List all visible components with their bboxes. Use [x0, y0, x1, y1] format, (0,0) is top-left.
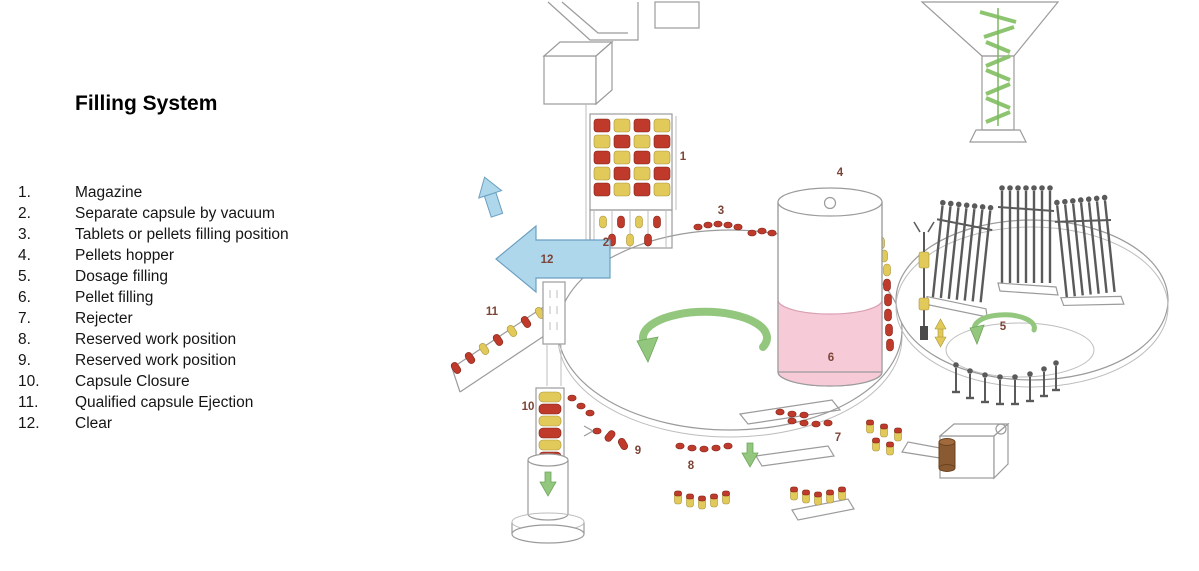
- callout-7: 7: [835, 432, 841, 444]
- legend-panel: Filling System 1. Magazine 2. Separate cap…: [18, 92, 448, 434]
- down-arrow-icon: [741, 442, 759, 468]
- drive-unit: [901, 422, 1010, 480]
- legend-item-label: Pellets hopper: [75, 247, 175, 264]
- callout-10: 10: [522, 401, 535, 413]
- legend-item: 1. Magazine: [18, 182, 448, 203]
- closure-area-capsules: [567, 394, 595, 417]
- legend-item: 12. Clear: [18, 413, 448, 434]
- legend-item-number: 7.: [18, 310, 31, 327]
- callout-11: 11: [486, 306, 499, 318]
- legend-item: 7. Rejecter: [18, 308, 448, 329]
- legend-item-number: 11.: [18, 394, 39, 411]
- rejecter-plate: [738, 399, 842, 425]
- reserved-position-capsules-9: [583, 425, 630, 452]
- legend-item: 9. Reserved work position: [18, 350, 448, 371]
- legend-item-label: Qualified capsule Ejection: [75, 394, 254, 411]
- dosage-rotation-arrow-icon: [969, 312, 1037, 346]
- legend-item-number: 10.: [18, 373, 40, 390]
- callout-5: 5: [1000, 321, 1007, 333]
- legend-item-number: 2.: [18, 205, 31, 222]
- legend-item-label: Reserved work position: [75, 331, 237, 348]
- legend-list: 1.Magazine 2.Separate capsule by vacuum …: [18, 182, 448, 434]
- legend-item-number: 4.: [18, 247, 31, 264]
- legend-item-label: Dosage filling: [75, 268, 169, 285]
- callout-2: 2: [603, 237, 609, 249]
- legend-item-label: Pellet filling: [75, 289, 154, 306]
- reserved-position-capsules-8: [675, 442, 733, 453]
- magazine-tower: [589, 113, 673, 249]
- legend-item-number: 1.: [18, 184, 31, 201]
- dosing-pin-rack-center: [997, 183, 1059, 296]
- outfeed-capsule-row: [790, 486, 846, 506]
- legend-item: 2. Separate capsule by vacuum: [18, 203, 448, 224]
- legend-item-number: 9.: [18, 352, 31, 369]
- legend-item: 4. Pellets hopper: [18, 245, 448, 266]
- legend-item: 10. Capsule Closure: [18, 371, 448, 392]
- legend-item: 3. Tablets or pellets filling position: [18, 224, 448, 245]
- legend-item-number: 5.: [18, 268, 31, 285]
- legend-item: 11. Qualified capsule Ejection: [18, 392, 448, 413]
- legend-item-label: Capsule Closure: [75, 373, 190, 390]
- dosage-filling-station: [895, 183, 1169, 406]
- air-exhaust-arrow-icon: [477, 176, 504, 218]
- filling-system-diagram: 1 2 3 4 5 6 7 8 9 10 11 12: [449, 1, 1169, 544]
- legend-item-label: Clear: [75, 415, 113, 432]
- legend-item-number: 8.: [18, 331, 31, 348]
- legend-item-label: Reserved work position: [75, 352, 237, 369]
- vacuum-label-box: [542, 281, 566, 345]
- pellet-feed-funnel: [920, 1, 1060, 143]
- up-down-arrow-icon: [934, 318, 947, 348]
- legend-item-label: Separate capsule by vacuum: [75, 205, 275, 222]
- diagram-callouts: 1 2 3 4 5 6 7 8 9 10 11 12: [486, 151, 1007, 472]
- legend-item-number: 12.: [18, 415, 40, 432]
- legend-item-label: Tablets or pellets filling position: [75, 226, 289, 243]
- callout-4: 4: [837, 167, 844, 179]
- legend-item-label: Magazine: [75, 184, 143, 201]
- legend-item-number: 6.: [18, 289, 31, 306]
- legend-item-number: 3.: [18, 226, 31, 243]
- vacuum-arrow-icon: [495, 224, 611, 294]
- callout-1: 1: [680, 151, 687, 163]
- callout-12: 12: [541, 254, 554, 266]
- bottom-plate: [791, 498, 855, 521]
- dosage-tool: [913, 221, 935, 340]
- callout-3: 3: [718, 205, 724, 217]
- qualified-capsules-cluster: [866, 419, 902, 456]
- magazine-capsule-grid: [593, 118, 671, 197]
- capsule-closure-station: [535, 387, 565, 465]
- callout-9: 9: [635, 445, 641, 457]
- legend-item: 5. Dosage filling: [18, 266, 448, 287]
- page-title: Filling System: [75, 92, 218, 115]
- vacuum-separator: [477, 176, 611, 386]
- ejection-conveyor: [449, 303, 557, 393]
- pellets-hopper: [777, 187, 883, 387]
- legend-item: 6. Pellet filling: [18, 287, 448, 308]
- dosing-pin-rack-right: [1052, 193, 1125, 307]
- callout-8: 8: [688, 460, 695, 472]
- work-position-plate: [755, 445, 835, 467]
- hopper-inlet-hole: [823, 196, 837, 210]
- legend-item-label: Rejecter: [75, 310, 133, 327]
- legend-item: 8. Reserved work position: [18, 329, 448, 350]
- capsule-feed-duct: [542, 1, 700, 252]
- pedestal: [511, 453, 585, 544]
- callout-6: 6: [828, 352, 834, 364]
- outfeed-capsule-row: [674, 490, 730, 510]
- rotation-arrow-icon: [636, 307, 771, 363]
